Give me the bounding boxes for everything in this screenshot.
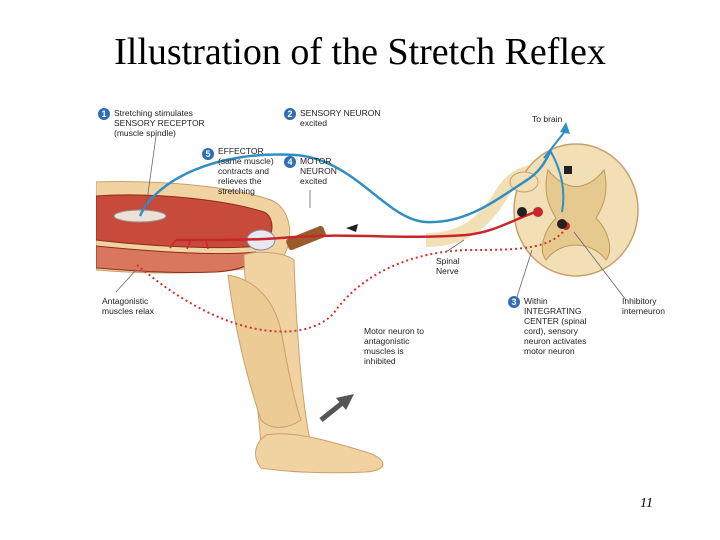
second-leg bbox=[227, 274, 302, 428]
quadriceps-muscle bbox=[96, 194, 273, 249]
step-4-label: MOTOR NEURON excited bbox=[300, 156, 337, 186]
step-4-badge: 4 bbox=[284, 156, 296, 168]
step-1-label: Stretching stimulates SENSORY RECEPTOR (… bbox=[114, 108, 205, 138]
inhibitory-synapse-marker bbox=[557, 219, 567, 229]
sensory-neuron-path bbox=[138, 149, 553, 224]
motor-endings bbox=[169, 239, 209, 250]
interneuron-marker bbox=[564, 166, 572, 174]
step-1-badge: 1 bbox=[98, 108, 110, 120]
motor-neuron-body bbox=[533, 207, 543, 217]
excitatory-synapse-marker bbox=[517, 207, 527, 217]
reflex-illustration bbox=[96, 122, 639, 474]
sensory-branch bbox=[550, 151, 565, 213]
step-5-badge: 5 bbox=[202, 148, 214, 160]
inhibitory-interneuron-label: Inhibitory interneuron bbox=[622, 296, 666, 316]
leader-spinal-nerve bbox=[445, 239, 465, 253]
gray-matter bbox=[541, 168, 611, 261]
motor-neuron-path bbox=[175, 210, 537, 242]
spinal-nerve-label: Spinal Nerve bbox=[436, 256, 460, 276]
kick-arrow-head bbox=[336, 394, 354, 410]
step-2-label: SENSORY NEURON excited bbox=[300, 108, 381, 128]
step-3-badge: 3 bbox=[508, 296, 520, 308]
page-number: 11 bbox=[640, 496, 653, 511]
to-brain-label: To brain bbox=[532, 114, 563, 124]
step-3-label: Within INTEGRATING CENTER (spinal cord),… bbox=[524, 296, 587, 356]
step-2-badge: 2 bbox=[284, 108, 296, 120]
leader-inhibitory bbox=[573, 231, 627, 301]
slide-title: Illustration of the Stretch Reflex bbox=[114, 31, 606, 73]
stretch-reflex-diagram: 1 2 3 4 5 Stretching stimulates SENSORY … bbox=[96, 100, 696, 480]
motor-direction-arrow bbox=[346, 224, 358, 232]
reflex-hammer bbox=[286, 225, 326, 251]
step-5-label: EFFECTOR (same muscle) contracts and rel… bbox=[218, 146, 274, 196]
leader-step3 bbox=[515, 249, 533, 301]
motor-inhibited-label: Motor neuron to antagonistic muscles is … bbox=[364, 326, 425, 366]
foot bbox=[255, 433, 384, 474]
leader-antagonistic bbox=[115, 269, 137, 293]
sensory-to-brain bbox=[543, 129, 567, 159]
antagonistic-label: Antagonistic muscles relax bbox=[102, 296, 154, 316]
leader-step1 bbox=[145, 135, 157, 209]
to-brain-arrow bbox=[560, 122, 570, 134]
